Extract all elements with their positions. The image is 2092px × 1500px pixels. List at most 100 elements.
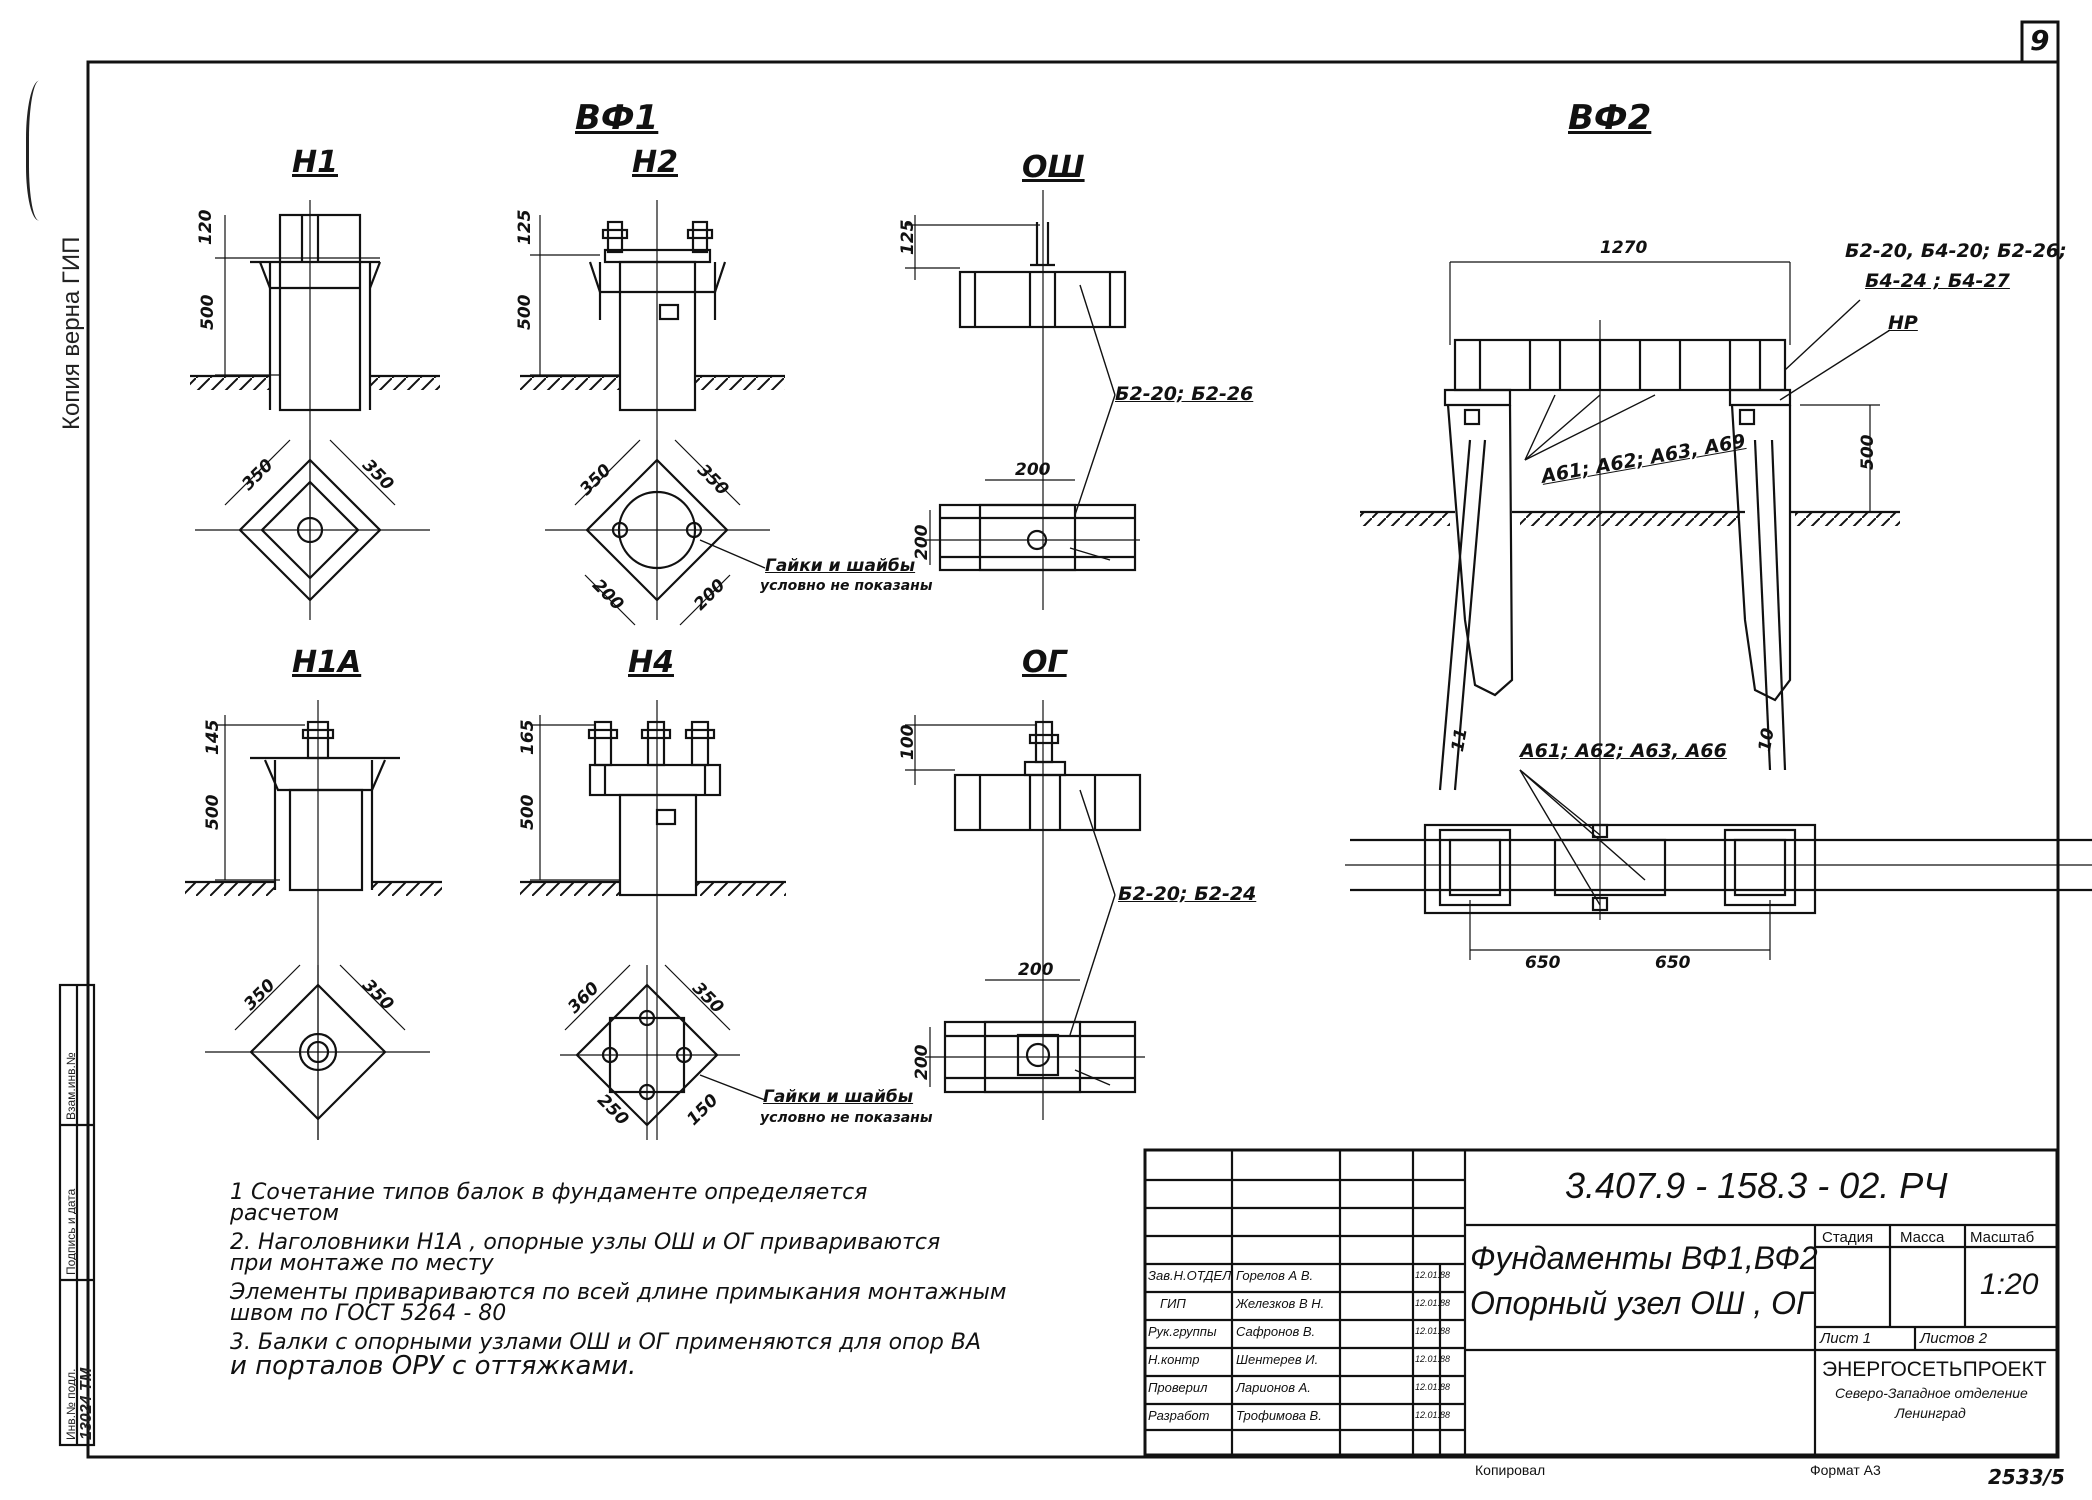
side-table-replace: Взам.инв.№ — [64, 1052, 78, 1120]
col-stage: Стадия — [1822, 1229, 1874, 1246]
vf2-anchors-top: А61; А62; А63, А69 — [1539, 430, 1748, 488]
doc-title-line2: Опорный узел ОШ , ОГ — [1470, 1285, 1814, 1321]
copied-label: Копировал — [1475, 1462, 1546, 1478]
vf2-beams-line2: Б4-24 ; Б4-27 — [1865, 270, 2010, 292]
vf2-anchors-bottom: А61; А62; А63, А66 — [1520, 740, 1727, 762]
page-number: 9 — [2030, 24, 2050, 57]
node-h1a-plan — [205, 964, 430, 1140]
h2-dim-a: 350 — [576, 460, 616, 500]
doc-title-line1: Фундаменты ВФ1,ВФ2 — [1470, 1240, 1818, 1276]
h1a-title: Н1А — [292, 645, 362, 680]
vf2-dim-left: 650 — [1525, 953, 1561, 973]
note-line: 3. Балки с опорными узлами ОШ и ОГ приме… — [230, 1330, 981, 1355]
sig-date: 12.01.88 — [1415, 1270, 1451, 1280]
sig-name: Железков В Н. — [1236, 1296, 1325, 1311]
h4-dim-b: 350 — [688, 978, 728, 1018]
og-note-line1: Гайки и шайбы — [763, 1087, 914, 1107]
sheet-count: Листов 2 — [1920, 1330, 1988, 1347]
h1-dim-top: 120 — [196, 209, 216, 246]
h1a-dim-b: 350 — [358, 975, 398, 1015]
h1-dim-a: 350 — [238, 455, 278, 495]
h2-dim-c: 200 — [588, 575, 628, 615]
sig-date: 12.01.88 — [1415, 1410, 1451, 1420]
sig-name: Трофимова В. — [1236, 1408, 1322, 1423]
h1-title: Н1 — [292, 145, 338, 180]
note-line: швом по ГОСТ 5264 - 80 — [230, 1301, 507, 1326]
title-block-grid — [1143, 1148, 2059, 1457]
h2-title: Н2 — [632, 145, 678, 180]
og-beam-label: Б2-20; Б2-24 — [1118, 883, 1257, 905]
side-table-sign: Подпись и дата — [64, 1188, 78, 1275]
node-og-elevation — [905, 700, 1142, 1120]
outer-frame — [86, 60, 2060, 1459]
doc-code: 3.407.9 - 158.3 - 02. РЧ — [1565, 1165, 1948, 1206]
notes-block: 1 Сочетание типов балок в фундаменте опр… — [230, 1180, 1130, 1381]
og-dim-w: 200 — [1018, 960, 1054, 980]
node-h1a-elevation — [185, 700, 442, 1140]
h2-dim-mid: 500 — [515, 294, 535, 331]
h4-dim-a: 360 — [564, 978, 604, 1018]
node-og-plan — [925, 789, 1145, 1094]
sheet-code: 2533/5 — [1988, 1465, 2065, 1489]
og-dim-h: 200 — [912, 1044, 932, 1081]
col-mass: Масса — [1900, 1229, 1945, 1246]
h4-dim-mid: 500 — [518, 794, 538, 831]
h4-dim-d: 150 — [683, 1090, 723, 1130]
sig-date: 12.01.88 — [1415, 1298, 1451, 1308]
node-h1-plan — [195, 439, 430, 620]
vf2-title: ВФ2 — [1568, 98, 1652, 138]
vf1-title: ВФ1 — [575, 98, 659, 138]
h4-dim-c: 250 — [593, 1090, 633, 1130]
copy-stamp: Копия верна ГИП — [58, 236, 85, 430]
osh-dim-w: 200 — [1015, 460, 1051, 480]
h1-dim-mid: 500 — [198, 294, 218, 331]
node-h4-plan — [560, 964, 766, 1140]
h2-dim-top: 125 — [515, 209, 535, 246]
vf2-plan — [1345, 769, 2092, 960]
note-line: Элементы привариваются по всей длине при… — [230, 1280, 1007, 1305]
org-line2: Северо-Западное отделение — [1835, 1385, 2028, 1401]
vf2-dim-right: 650 — [1655, 953, 1691, 973]
vf2-dim-width: 1270 — [1600, 238, 1648, 258]
sig-role: Зав.Н.ОТДЕЛ — [1148, 1268, 1232, 1283]
note-line: при монтаже по месту — [230, 1251, 494, 1276]
vf2-leg-mark-left: 11 — [1447, 726, 1472, 754]
sig-name: Сафронов В. — [1236, 1324, 1316, 1339]
scale-value: 1:20 — [1980, 1268, 2039, 1301]
page-number-box — [2020, 20, 2060, 64]
format-label: Формат А3 — [1810, 1462, 1881, 1478]
sheet-number: Лист 1 — [1820, 1330, 1872, 1347]
sig-role: Проверил — [1148, 1380, 1208, 1395]
side-table-inv: Инв.№ подл. — [64, 1368, 78, 1440]
osh-title: ОШ — [1022, 150, 1085, 185]
note-line: расчетом — [230, 1201, 339, 1226]
sig-date: 12.01.88 — [1415, 1354, 1451, 1364]
node-h2-plan — [545, 439, 770, 626]
vf2-dim-depth: 500 — [1858, 434, 1878, 471]
note-line: 1 Сочетание типов балок в фундаменте опр… — [230, 1180, 868, 1205]
node-osh-plan — [925, 284, 1140, 572]
h1-dim-b: 350 — [358, 455, 398, 495]
sig-role: Рук.группы — [1148, 1324, 1217, 1339]
vf2-leg-mark-right: 10 — [1754, 726, 1779, 754]
h2-dim-b: 350 — [693, 460, 733, 500]
h4-dim-top: 165 — [518, 719, 538, 756]
osh-beam-label: Б2-20; Б2-26 — [1115, 383, 1254, 405]
h1a-dim-a: 350 — [240, 975, 280, 1015]
sig-role: ГИП — [1160, 1296, 1186, 1311]
h1a-dim-mid: 500 — [203, 794, 223, 831]
og-dim-top: 100 — [898, 724, 918, 761]
note-line: 2. Наголовники Н1А , опорные узлы ОШ и О… — [230, 1230, 941, 1255]
side-inv-number: 13024 ТМ — [78, 1367, 95, 1440]
osh-dim-h: 200 — [912, 524, 932, 561]
sig-name: Шентерев И. — [1236, 1352, 1319, 1367]
col-scale: Масштаб — [1970, 1229, 2035, 1246]
node-h4-elevation — [520, 700, 786, 1140]
osh-note-line1: Гайки и шайбы — [765, 556, 916, 576]
sig-date: 12.01.88 — [1415, 1326, 1451, 1336]
h1a-dim-top: 145 — [203, 719, 223, 756]
signature-scribble — [26, 77, 59, 223]
sig-role: Разработ — [1148, 1408, 1210, 1423]
note-line: и порталов ОРУ с оттяжками. — [230, 1351, 637, 1381]
